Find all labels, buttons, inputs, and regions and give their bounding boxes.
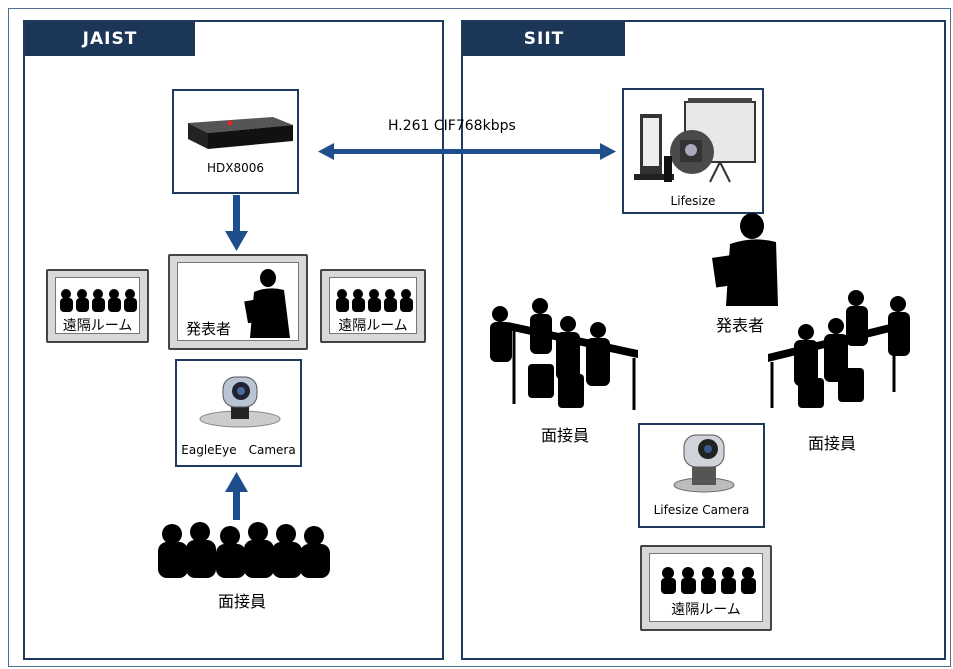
audience-icon: [661, 567, 756, 594]
interviewer-group-right: [768, 290, 910, 408]
interviewer-group-left: [490, 298, 638, 410]
audience-icon: [60, 289, 137, 312]
audience-icon: [336, 289, 413, 312]
presenter-icon: [244, 269, 290, 338]
remote-room-label-left: 遠隔ルーム: [62, 318, 133, 334]
remote-room-label-siit: 遠隔ルーム: [671, 602, 741, 618]
remote-room-monitor-siit: 遠隔ルーム: [640, 545, 772, 631]
eagleeye-camera-box: EagleEye Camera: [175, 359, 302, 467]
hdx-codec-icon: [188, 117, 293, 149]
camera-icon: [199, 376, 281, 428]
interviewer-label-left: 面接員: [541, 426, 590, 445]
camera-icon: [673, 434, 735, 493]
eagleeye-camera-label: EagleEye Camera: [181, 443, 296, 457]
up-arrow: [225, 472, 248, 520]
lifesize-codec-box: Lifesize: [622, 88, 764, 214]
lifesize-camera-box: Lifesize Camera: [638, 423, 765, 528]
lifesize-codec-label: Lifesize: [670, 194, 716, 208]
diagram-frame: [8, 8, 951, 667]
link-label: H.261 CIF768kbps: [388, 118, 516, 134]
down-arrow: [225, 195, 248, 251]
siit-title: SIIT: [463, 22, 625, 56]
presenter-label: 発表者: [186, 320, 232, 338]
remote-room-monitor-left: 遠隔ルーム: [46, 269, 149, 343]
lifesize-camera-label: Lifesize Camera: [653, 503, 750, 517]
lifesize-system-icon: [634, 98, 756, 183]
remote-room-label-right: 遠隔ルーム: [338, 318, 408, 334]
presenter-monitor: 発表者: [168, 254, 308, 350]
hdx-codec-label: HDX8006: [206, 161, 265, 175]
jaist-title: JAIST: [25, 22, 195, 56]
interviewer-label-right: 面接員: [808, 434, 857, 453]
hdx-codec-box: HDX8006: [172, 89, 299, 194]
link-arrow: [318, 143, 616, 160]
audience-silhouette: [158, 522, 330, 578]
presenter-icon: [712, 213, 778, 306]
siit-presenter-label: 発表者: [716, 316, 765, 335]
remote-room-monitor-right: 遠隔ルーム: [320, 269, 426, 343]
audience-label: 面接員: [218, 592, 267, 611]
